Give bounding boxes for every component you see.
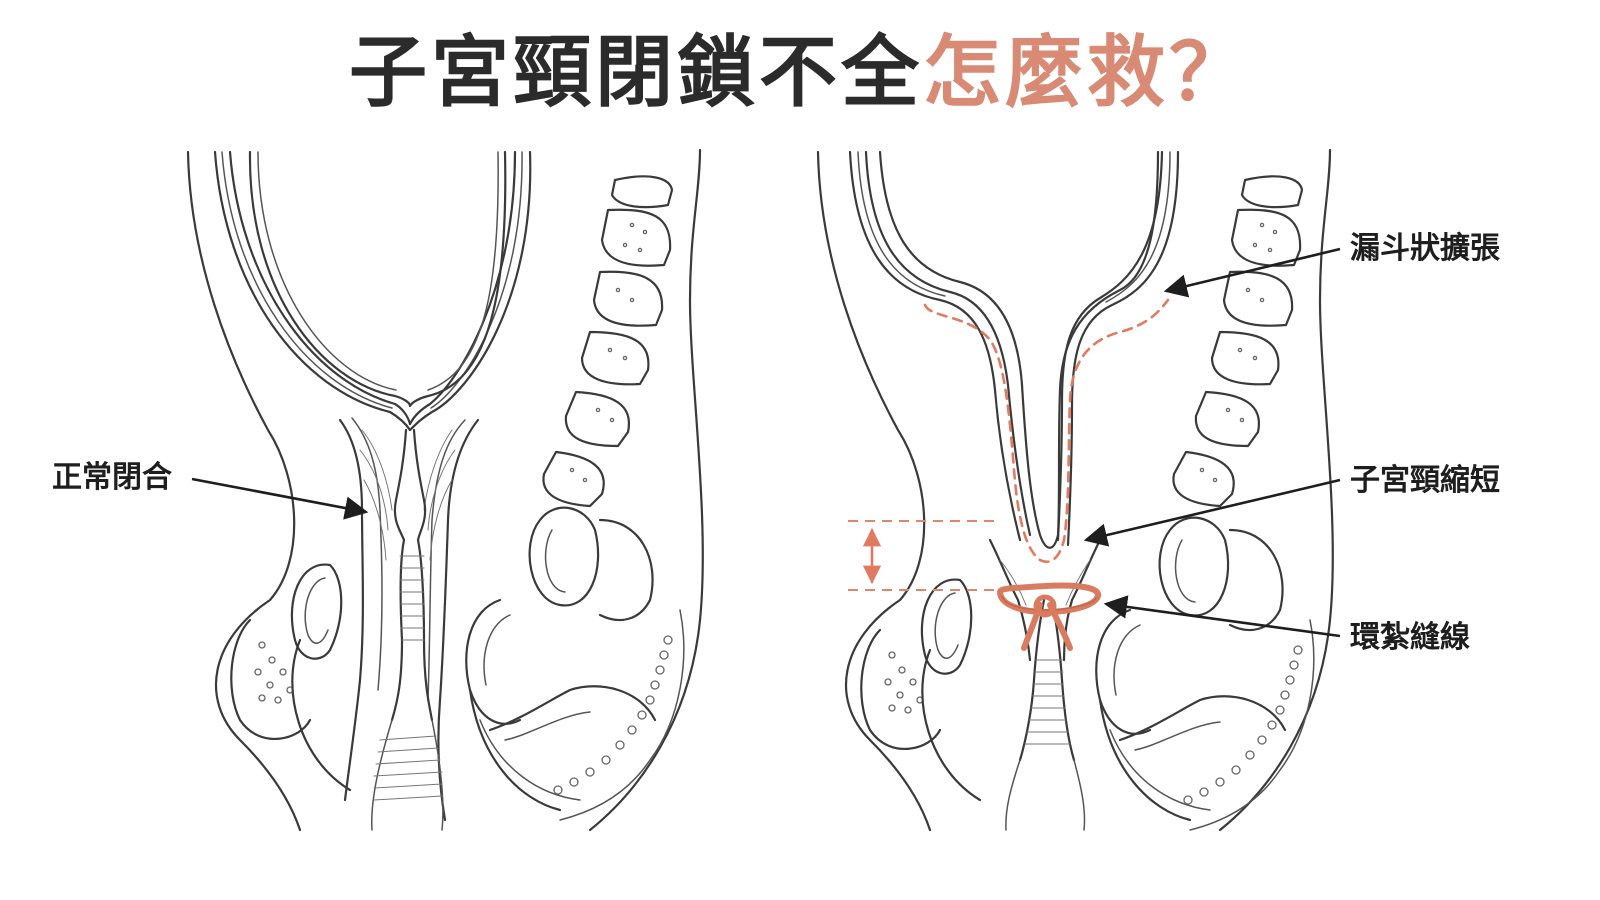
label-cerclage-suture: 環紮縫線 — [1350, 620, 1470, 655]
title-main: 子宮頸閉鎖不全 — [348, 28, 923, 118]
title-accent: 怎麼救？ — [923, 28, 1252, 118]
arrow-cerclage-suture — [1103, 595, 1341, 638]
label-cervix-shortened: 子宮頸縮短 — [1350, 463, 1500, 498]
arrow-funnel-dilation — [1163, 247, 1341, 298]
cerclage-ring — [997, 582, 1101, 615]
label-normal-closed: 正常閉合 — [52, 460, 172, 495]
left-anatomy-drawing — [186, 148, 704, 832]
label-funnel-dilation: 漏斗狀擴張 — [1350, 231, 1500, 266]
arrow-normal-closed — [191, 477, 369, 520]
right-anatomy-drawing — [816, 148, 1334, 832]
page-title: 子宮頸閉鎖不全怎麼救？ — [0, 34, 1600, 112]
arrow-cervix-shortened — [1083, 478, 1341, 547]
